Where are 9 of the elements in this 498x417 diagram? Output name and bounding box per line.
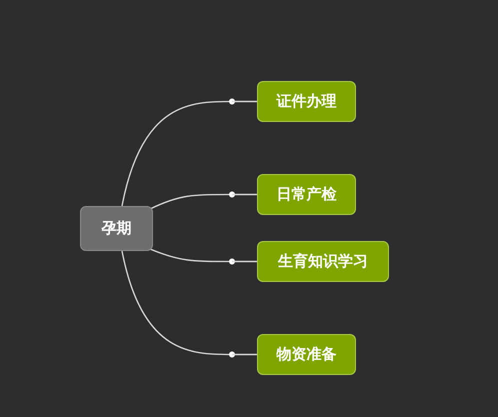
topic-box: 生育知识学习 [257,241,389,282]
branch-line [121,98,258,206]
branch-line [150,248,258,266]
branch-line [121,250,258,358]
topic-box: 物资准备 [257,334,356,375]
topic-box: 证件办理 [257,81,356,122]
topic-box: 日常产检 [257,174,356,215]
branch-line [150,190,258,210]
central-topic-box: 孕期 [80,206,153,251]
